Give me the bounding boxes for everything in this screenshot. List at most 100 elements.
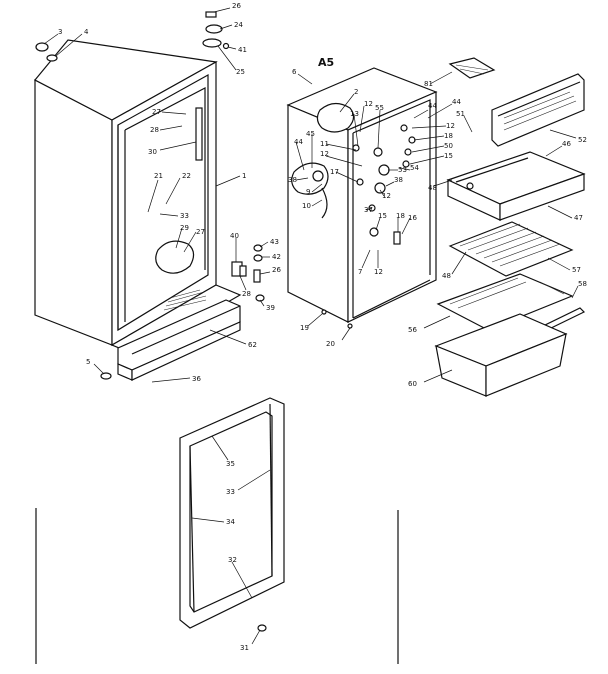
svg-text:12: 12: [320, 150, 329, 158]
svg-text:28: 28: [242, 290, 251, 298]
callout-12a: 12: [359, 100, 373, 133]
grille-hatch: [163, 289, 207, 311]
svg-text:13: 13: [350, 110, 359, 118]
callout-21: 21: [147, 172, 163, 213]
callout-4: 4: [55, 28, 89, 57]
callout-58: 58: [571, 280, 587, 299]
callout-81: 81: [424, 71, 453, 88]
svg-text:26: 26: [272, 266, 281, 274]
callout-32: 32: [228, 556, 253, 599]
callout-28b: 28: [239, 275, 251, 298]
callout-36: 36: [151, 375, 201, 383]
callout-42: 42: [262, 253, 281, 261]
svg-text:11: 11: [320, 140, 329, 148]
callout-26b: 26: [259, 266, 281, 275]
svg-text:12: 12: [374, 268, 383, 276]
svg-text:10: 10: [302, 202, 311, 210]
svg-text:7: 7: [358, 268, 362, 276]
callout-33a: 33: [159, 212, 189, 220]
svg-text:39: 39: [266, 304, 275, 312]
svg-text:37: 37: [364, 206, 373, 214]
callout-35: 35: [211, 435, 235, 468]
svg-text:18: 18: [444, 132, 453, 140]
callout-47: 47: [547, 205, 583, 222]
callout-57: 57: [547, 257, 581, 274]
svg-text:43: 43: [270, 238, 279, 246]
svg-text:25: 25: [236, 68, 245, 76]
svg-text:45: 45: [306, 130, 315, 138]
callout-55: 55: [375, 104, 384, 149]
callout-24: 24: [219, 21, 243, 30]
gasket-screw: [257, 624, 267, 632]
callout-44b: 44: [294, 138, 305, 171]
svg-text:57: 57: [572, 266, 581, 274]
callout-29: 29: [175, 224, 189, 249]
svg-text:22: 22: [182, 172, 191, 180]
callout-44c: 44: [427, 98, 461, 119]
freezer-door: [491, 73, 585, 147]
svg-text:16: 16: [408, 214, 417, 222]
bottom-panel: [117, 299, 241, 381]
callout-54: 54: [399, 164, 419, 172]
crisper-cover: [436, 273, 574, 331]
svg-text:15: 15: [444, 152, 453, 160]
svg-text:29: 29: [180, 224, 189, 232]
svg-text:46: 46: [562, 140, 571, 148]
svg-text:44: 44: [294, 138, 303, 146]
svg-text:18: 18: [396, 212, 405, 220]
callout-9: 9: [306, 183, 323, 196]
callout-22: 22: [165, 172, 191, 205]
leveling-foot: [100, 372, 112, 380]
svg-text:19: 19: [300, 324, 309, 332]
callout-11: 11: [320, 140, 357, 151]
svg-text:58: 58: [578, 280, 587, 288]
callout-43: 43: [259, 238, 279, 248]
callout-2: 2: [339, 88, 358, 113]
svg-text:20: 20: [326, 340, 335, 348]
crisper-pan: [434, 313, 568, 397]
callout-12e: 12: [379, 189, 391, 200]
svg-text:38: 38: [394, 176, 403, 184]
svg-text:6: 6: [292, 68, 297, 76]
callout-44a: 44: [413, 102, 437, 119]
svg-text:55: 55: [375, 104, 384, 112]
callout-6: 6: [292, 68, 313, 85]
svg-text:52: 52: [578, 136, 587, 144]
svg-text:48: 48: [442, 272, 451, 280]
callout-25: 25: [217, 45, 245, 76]
callout-18: 18: [396, 212, 405, 232]
callout-19: 19: [300, 313, 323, 332]
callout-48a: 48: [428, 179, 453, 192]
svg-text:44: 44: [428, 102, 437, 110]
callout-27a: 27: [152, 108, 187, 116]
callout-12c: 12: [374, 250, 383, 276]
callout-17: 17: [330, 168, 359, 183]
svg-text:15: 15: [378, 212, 387, 220]
callout-33b: 33: [226, 469, 271, 496]
svg-text:12: 12: [382, 192, 391, 200]
callout-12b: 12: [320, 150, 363, 167]
svg-text:54: 54: [410, 164, 419, 172]
svg-text:81: 81: [424, 80, 433, 88]
svg-text:60: 60: [408, 380, 417, 388]
wire-shelf: [448, 221, 574, 277]
svg-text:34: 34: [226, 518, 235, 526]
svg-text:42: 42: [272, 253, 281, 261]
callout-5: 5: [86, 358, 105, 375]
svg-text:17: 17: [330, 168, 339, 176]
svg-text:40: 40: [230, 232, 239, 240]
callout-18b: 18: [413, 132, 453, 141]
inner-liner: [286, 67, 438, 329]
svg-text:28: 28: [150, 126, 159, 134]
callout-52: 52: [549, 129, 587, 144]
svg-text:27: 27: [152, 108, 161, 116]
callout-15b: 15: [409, 152, 453, 165]
callout-1: 1: [215, 172, 246, 187]
svg-text:44: 44: [452, 98, 461, 106]
callout-38b: 38: [385, 176, 403, 187]
callout-30: 30: [148, 141, 197, 156]
callout-45: 45: [306, 130, 315, 168]
hinge-parts-top: [35, 11, 230, 62]
